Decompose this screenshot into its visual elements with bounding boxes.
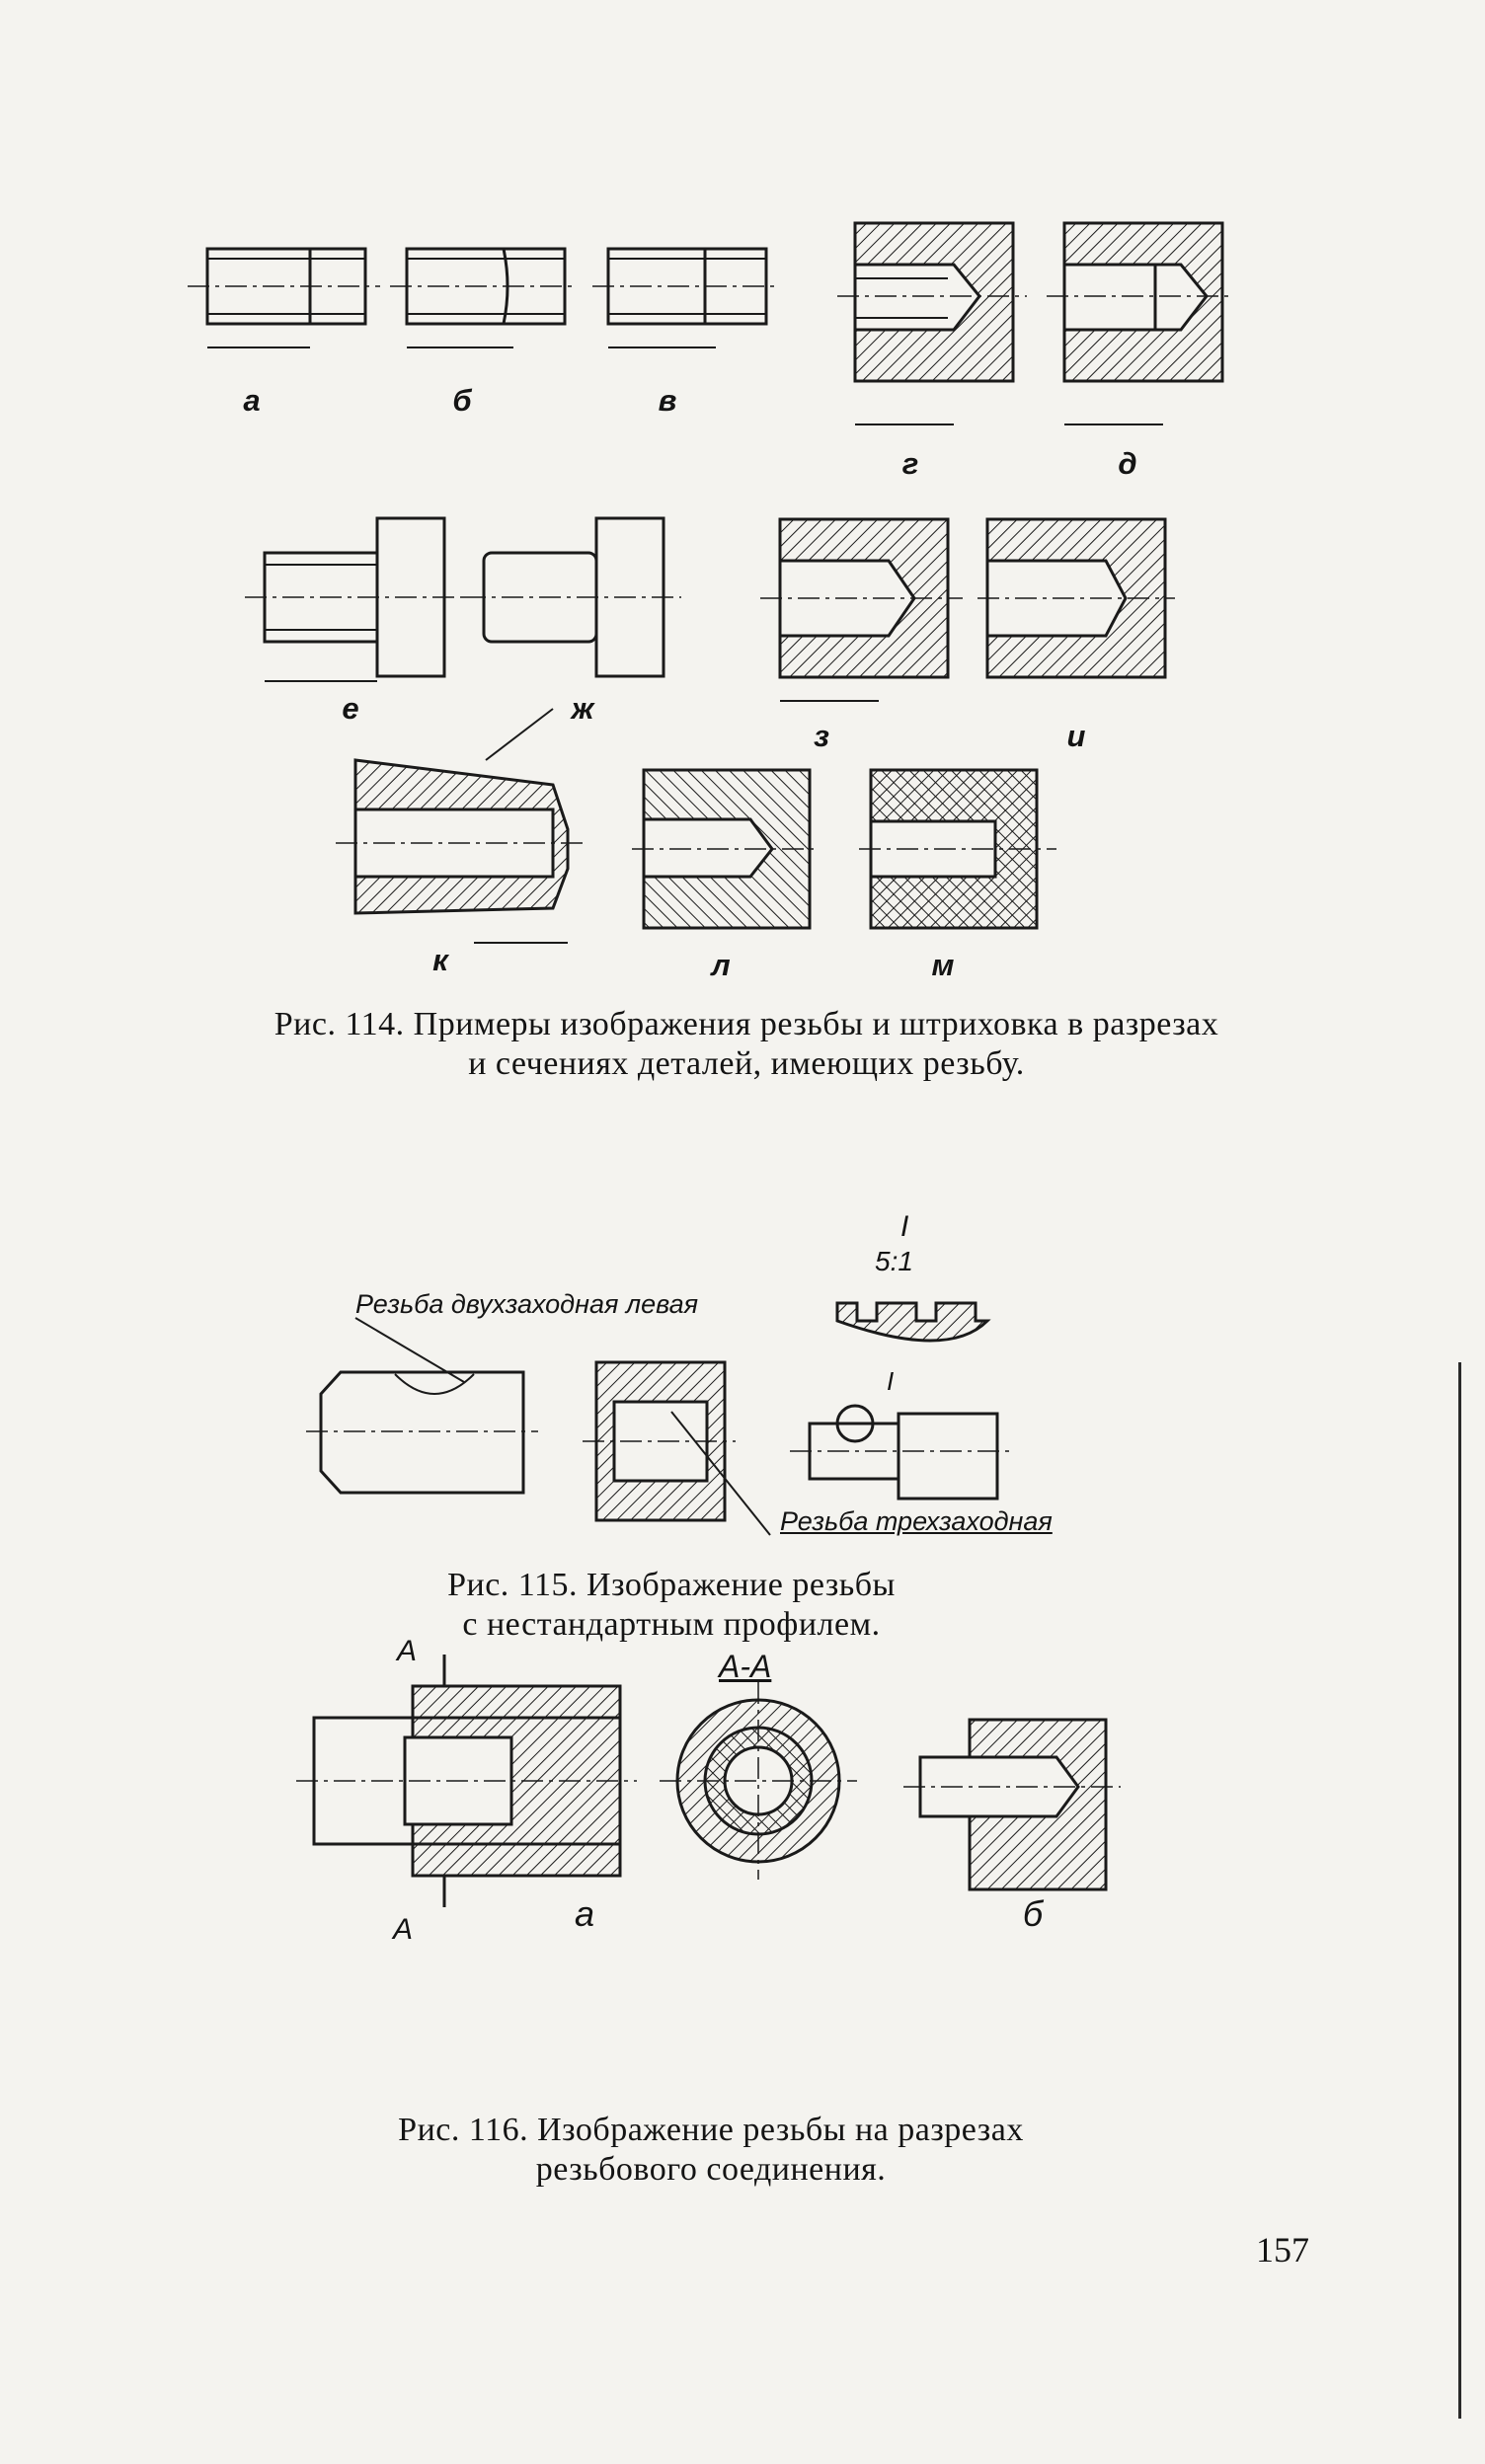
- panel-label-a: а: [243, 383, 261, 418]
- figure-114-caption: Рис. 114. Примеры изображения резьбы и ш…: [203, 1005, 1290, 1084]
- annotation-left-thread: Резьба двухзаходная левая: [355, 1289, 699, 1319]
- hole-i: [977, 517, 1175, 679]
- detail-scale: 5:1: [875, 1246, 913, 1276]
- caption-line: Рис. 116. Изображение резьбы на разрезах: [398, 2112, 1024, 2148]
- figure-115-caption: Рис. 115. Изображение резьбы с нестандар…: [375, 1566, 968, 1645]
- panel-label-v: в: [658, 383, 677, 418]
- panel-label-i: и: [1066, 719, 1086, 753]
- hole-m: [859, 768, 1056, 930]
- panel-label-116a: а: [574, 1893, 595, 1934]
- panel-label-b: б: [452, 383, 472, 418]
- fig116-section: [660, 1682, 857, 1880]
- bolt-e: [245, 516, 464, 682]
- caption-line: и сечениях деталей, имеющих резьбу.: [468, 1045, 1025, 1082]
- page-number: 157: [1256, 2230, 1309, 2270]
- hole-l: [632, 768, 820, 930]
- panel-label-e: е: [342, 691, 359, 726]
- fig115-shaft: [306, 1317, 538, 1495]
- detail-mark-small: I: [887, 1366, 895, 1396]
- hole-z: [760, 517, 963, 702]
- panel-label-g: г: [901, 446, 919, 481]
- caption-line: Рис. 115. Изображение резьбы: [447, 1567, 896, 1603]
- panel-label-l: л: [711, 948, 731, 982]
- page-edge: [1458, 1362, 1461, 2419]
- panel-label-116b: б: [1022, 1893, 1044, 1934]
- panel-label-zh: ж: [571, 691, 594, 726]
- rod-b: [390, 247, 578, 348]
- fig116-b: [903, 1718, 1121, 1891]
- panel-label-z: з: [814, 719, 829, 753]
- caption-line: с нестандартным профилем.: [462, 1606, 881, 1643]
- section-mark-top: А: [397, 1635, 418, 1667]
- rod-v: [592, 247, 780, 348]
- rod-a: [188, 247, 380, 348]
- taper-k: [336, 708, 587, 944]
- fig115-nut: [583, 1360, 771, 1536]
- section-title: А-А: [719, 1649, 772, 1684]
- detail-mark: I: [900, 1210, 909, 1243]
- fig115-detail: [790, 1301, 1012, 1501]
- caption-line: Рис. 114. Примеры изображения резьбы и ш…: [274, 1006, 1219, 1042]
- section-mark-bottom: А: [393, 1913, 414, 1946]
- hole-d: [1047, 221, 1234, 425]
- hole-g: [837, 221, 1027, 425]
- bolt-zh: [464, 516, 681, 678]
- panel-label-k: к: [432, 943, 448, 977]
- annotation-right-thread: Резьба трехзаходная: [780, 1506, 1053, 1536]
- panel-label-d: д: [1118, 446, 1137, 481]
- panel-label-m: м: [931, 948, 955, 982]
- fig116-a: [296, 1655, 637, 1907]
- caption-line: резьбового соединения.: [535, 2151, 887, 2188]
- figure-116-caption: Рис. 116. Изображение резьбы на разрезах…: [276, 2111, 1145, 2190]
